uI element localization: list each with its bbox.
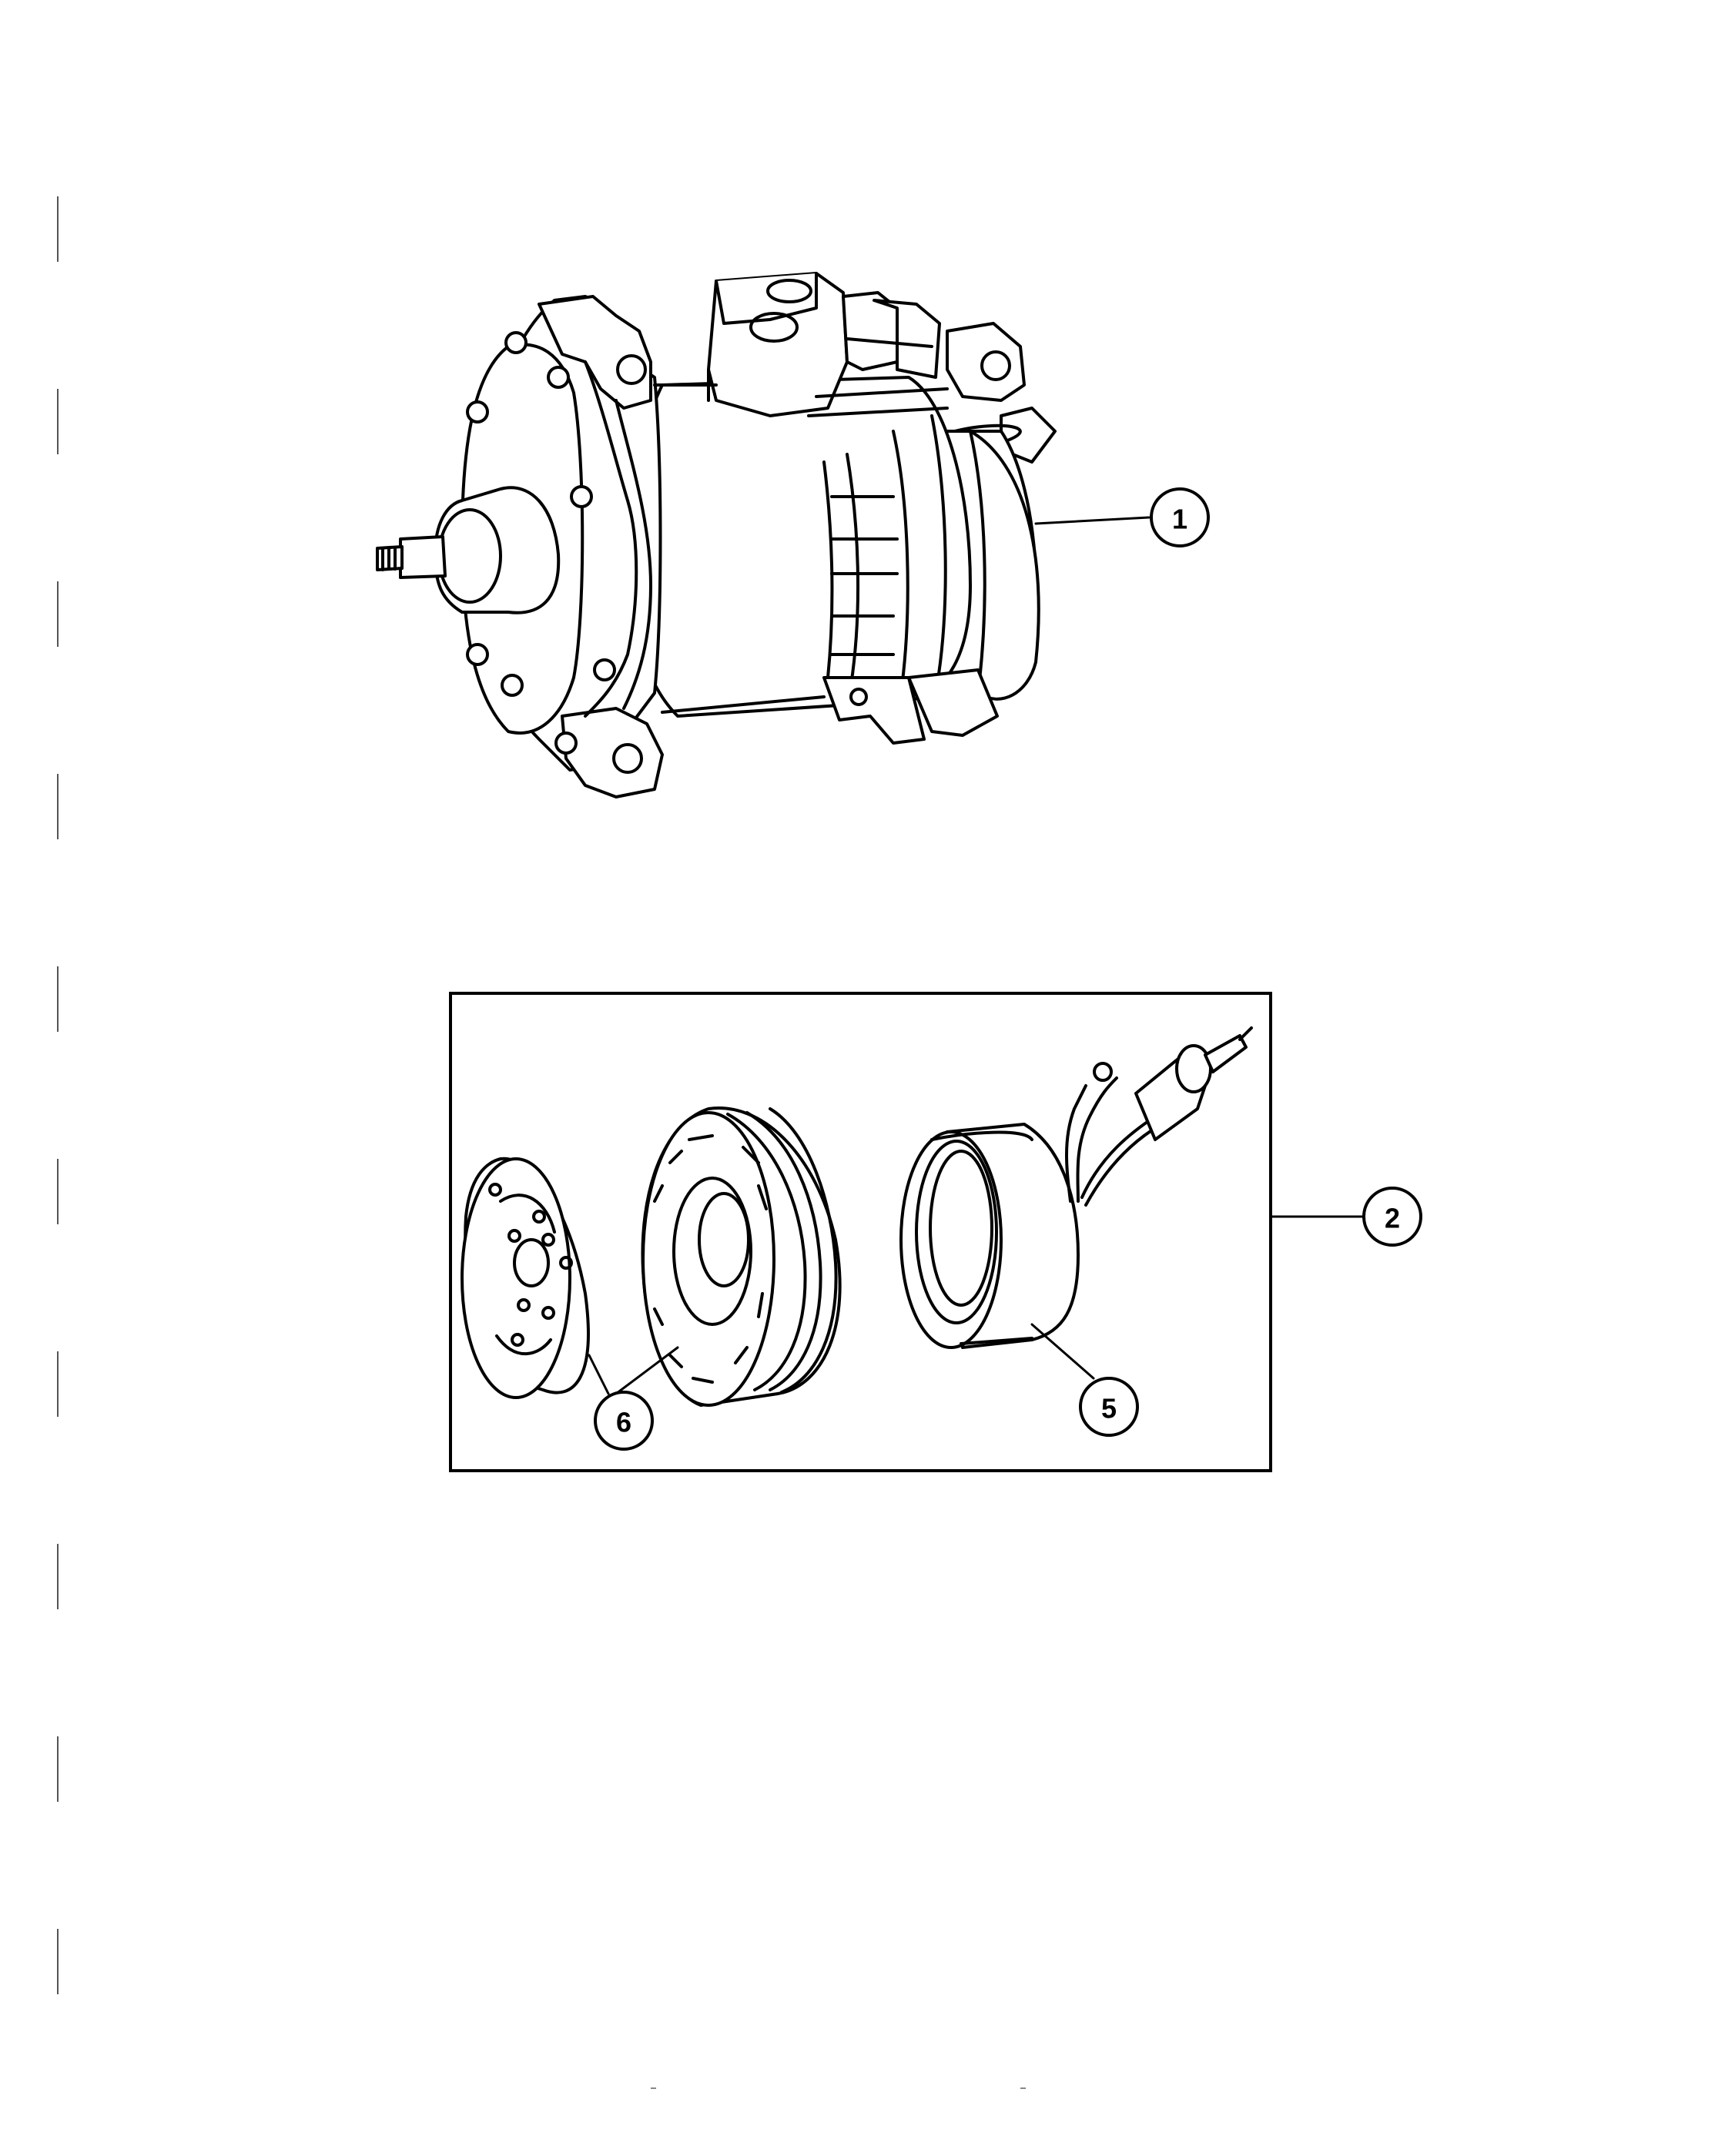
clutch-plate-illustration	[461, 1157, 590, 1399]
callout-5[interactable]: 5	[1079, 1377, 1139, 1437]
callout-1-label: 1	[1172, 504, 1187, 535]
callout-6-label: 6	[616, 1407, 631, 1438]
compressor-illustration	[376, 272, 1057, 798]
pulley-illustration	[641, 1106, 842, 1407]
leader-line-2	[1269, 1207, 1372, 1234]
field-coil-illustration	[899, 1026, 1253, 1349]
callout-2[interactable]: 2	[1362, 1187, 1422, 1247]
callout-1[interactable]: 1	[1150, 487, 1210, 547]
callout-6[interactable]: 6	[594, 1391, 654, 1451]
clutch-kit-frame	[449, 992, 1272, 1472]
callout-2-label: 2	[1385, 1203, 1400, 1234]
leader-line-1	[1034, 516, 1151, 525]
leader-lines-5-6	[588, 1323, 1095, 1395]
callout-5-label: 5	[1101, 1393, 1117, 1424]
